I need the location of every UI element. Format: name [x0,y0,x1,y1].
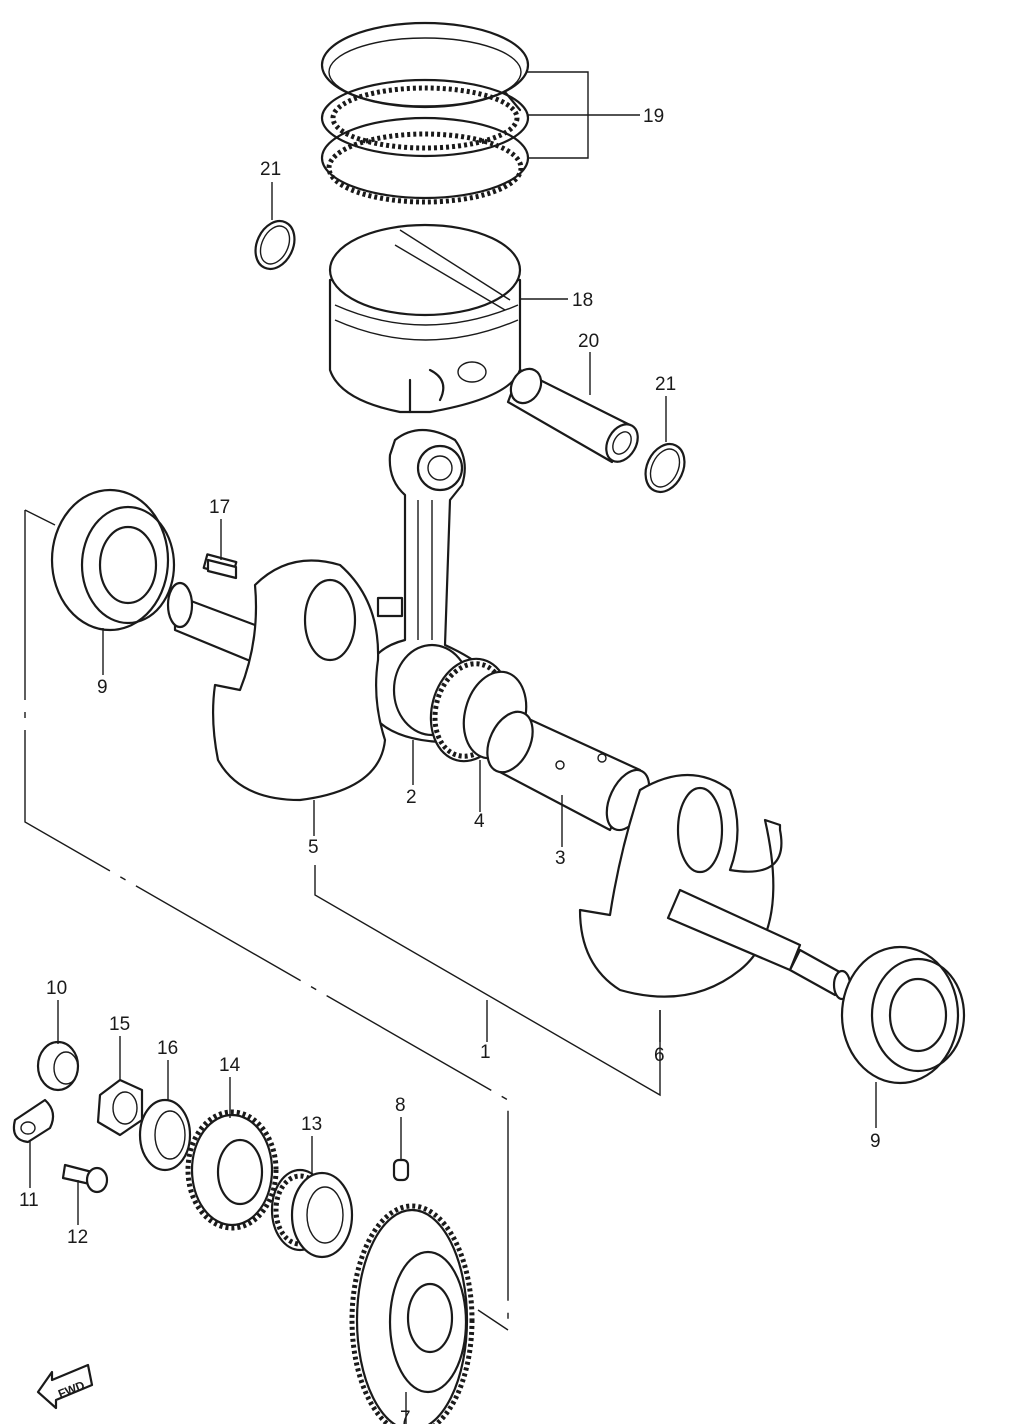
piston-rings [320,21,530,205]
callout-21-right: 21 [655,374,676,395]
crankshaft-right [578,774,852,1001]
callout-10: 10 [46,978,67,999]
gear-14 [185,1109,279,1231]
callout-21-top: 21 [260,159,281,180]
pin-8 [392,1158,410,1182]
forward-arrow-icon: FWD [36,1363,94,1410]
callout-11: 11 [19,1190,39,1211]
callout-7: 7 [400,1408,411,1424]
piston-pin [506,367,639,464]
callout-13: 13 [301,1114,322,1135]
callout-12: 12 [67,1227,88,1248]
callout-3: 3 [555,848,566,869]
callout-9-left: 9 [97,677,108,698]
gear-7 [349,1203,475,1424]
leader-lines [29,71,877,1424]
ball-bearing-right [840,945,966,1085]
callout-1: 1 [480,1042,491,1063]
callout-14: 14 [219,1055,241,1076]
callout-16: 16 [157,1038,178,1059]
callout-15: 15 [109,1014,130,1035]
circlips [254,219,686,494]
piston [328,223,522,414]
washer [138,1098,192,1172]
callout-5: 5 [308,837,319,858]
ball-bearing-left [50,488,176,632]
callout-2: 2 [406,787,417,808]
callout-4: 4 [474,811,485,832]
callout-17: 17 [209,497,230,518]
callout-20: 20 [578,331,599,352]
plate [12,1098,55,1144]
key-17 [206,558,238,580]
callout-18: 18 [572,290,593,311]
callout-9-right: 9 [870,1131,881,1152]
callout-8: 8 [395,1095,406,1116]
oil-seal [36,1040,80,1092]
assembly-frame [24,509,661,1331]
screw [61,1163,109,1194]
crankshaft-left [166,553,404,802]
nut [96,1078,144,1137]
callout-labels: 1 2 3 4 5 6 7 8 9 9 10 11 12 13 14 15 16… [19,106,881,1424]
bearing-13 [270,1168,354,1259]
callout-6: 6 [654,1045,665,1066]
callout-19: 19 [643,106,664,127]
